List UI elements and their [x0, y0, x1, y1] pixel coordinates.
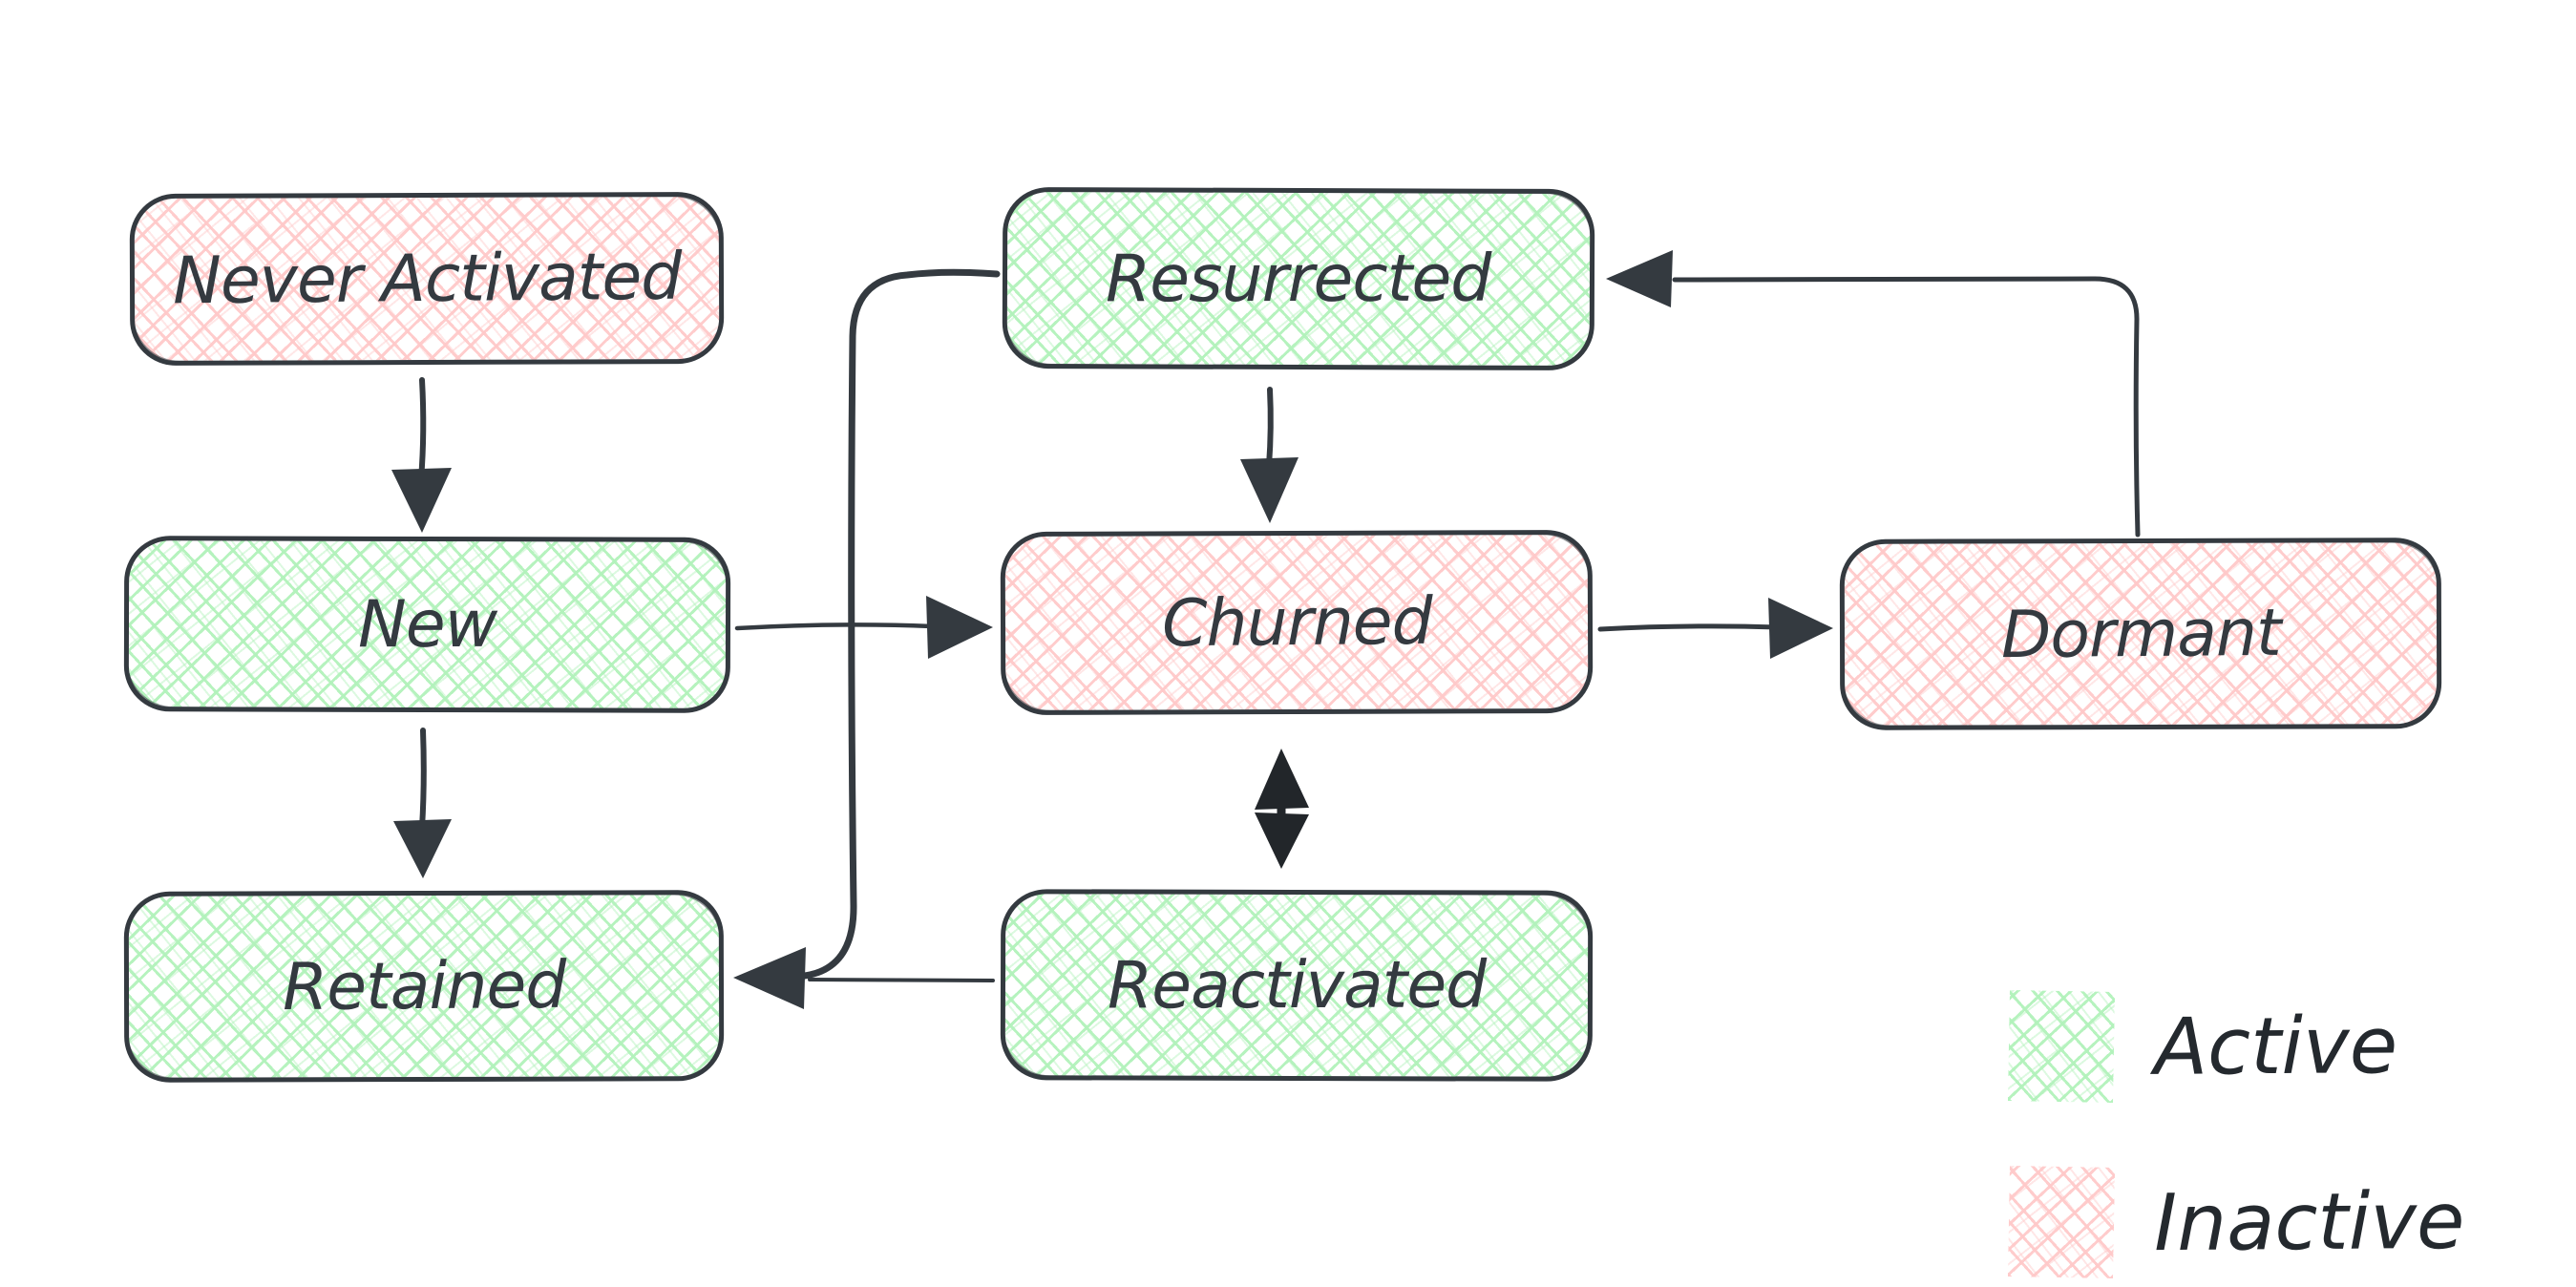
node-dormant-label: Dormant [2000, 595, 2281, 673]
node-never-activated[interactable]: Never Activated [129, 191, 725, 367]
node-retained-label: Retained [282, 947, 566, 1025]
edge-never-activated-to-new [391, 377, 452, 533]
edge-resurrected-to-retained [771, 268, 1001, 981]
node-resurrected[interactable]: Resurrected [1002, 186, 1595, 371]
legend-item-inactive: Inactive [2007, 1166, 2465, 1278]
legend-item-active: Active [2007, 990, 2398, 1103]
node-reactivated-label: Reactivated [1107, 946, 1487, 1024]
legend-label-active: Active [2153, 1000, 2398, 1093]
edge-new-to-retained [393, 728, 452, 878]
edge-new-to-churned [734, 596, 993, 659]
edge-churned-to-dormant [1597, 598, 1833, 659]
edge-dormant-to-resurrected [1606, 250, 2141, 538]
edge-reactivated-to-retained [733, 947, 995, 1009]
node-dormant[interactable]: Dormant [1839, 538, 2442, 730]
legend-swatch-active [2007, 990, 2116, 1103]
edge-churned-reactivated-bidirectional [1255, 749, 1309, 869]
edge-resurrected-to-churned [1240, 387, 1299, 523]
node-new[interactable]: New [123, 536, 731, 713]
node-new-label: New [357, 586, 497, 663]
legend-label-inactive: Inactive [2153, 1175, 2465, 1269]
node-reactivated[interactable]: Reactivated [1000, 889, 1594, 1082]
node-resurrected-label: Resurrected [1106, 241, 1491, 317]
node-churned-label: Churned [1161, 583, 1432, 662]
node-churned[interactable]: Churned [1000, 529, 1594, 716]
legend-swatch-inactive [2007, 1166, 2116, 1278]
node-never-activated-label: Never Activated [172, 239, 682, 319]
node-retained[interactable]: Retained [123, 890, 725, 1083]
